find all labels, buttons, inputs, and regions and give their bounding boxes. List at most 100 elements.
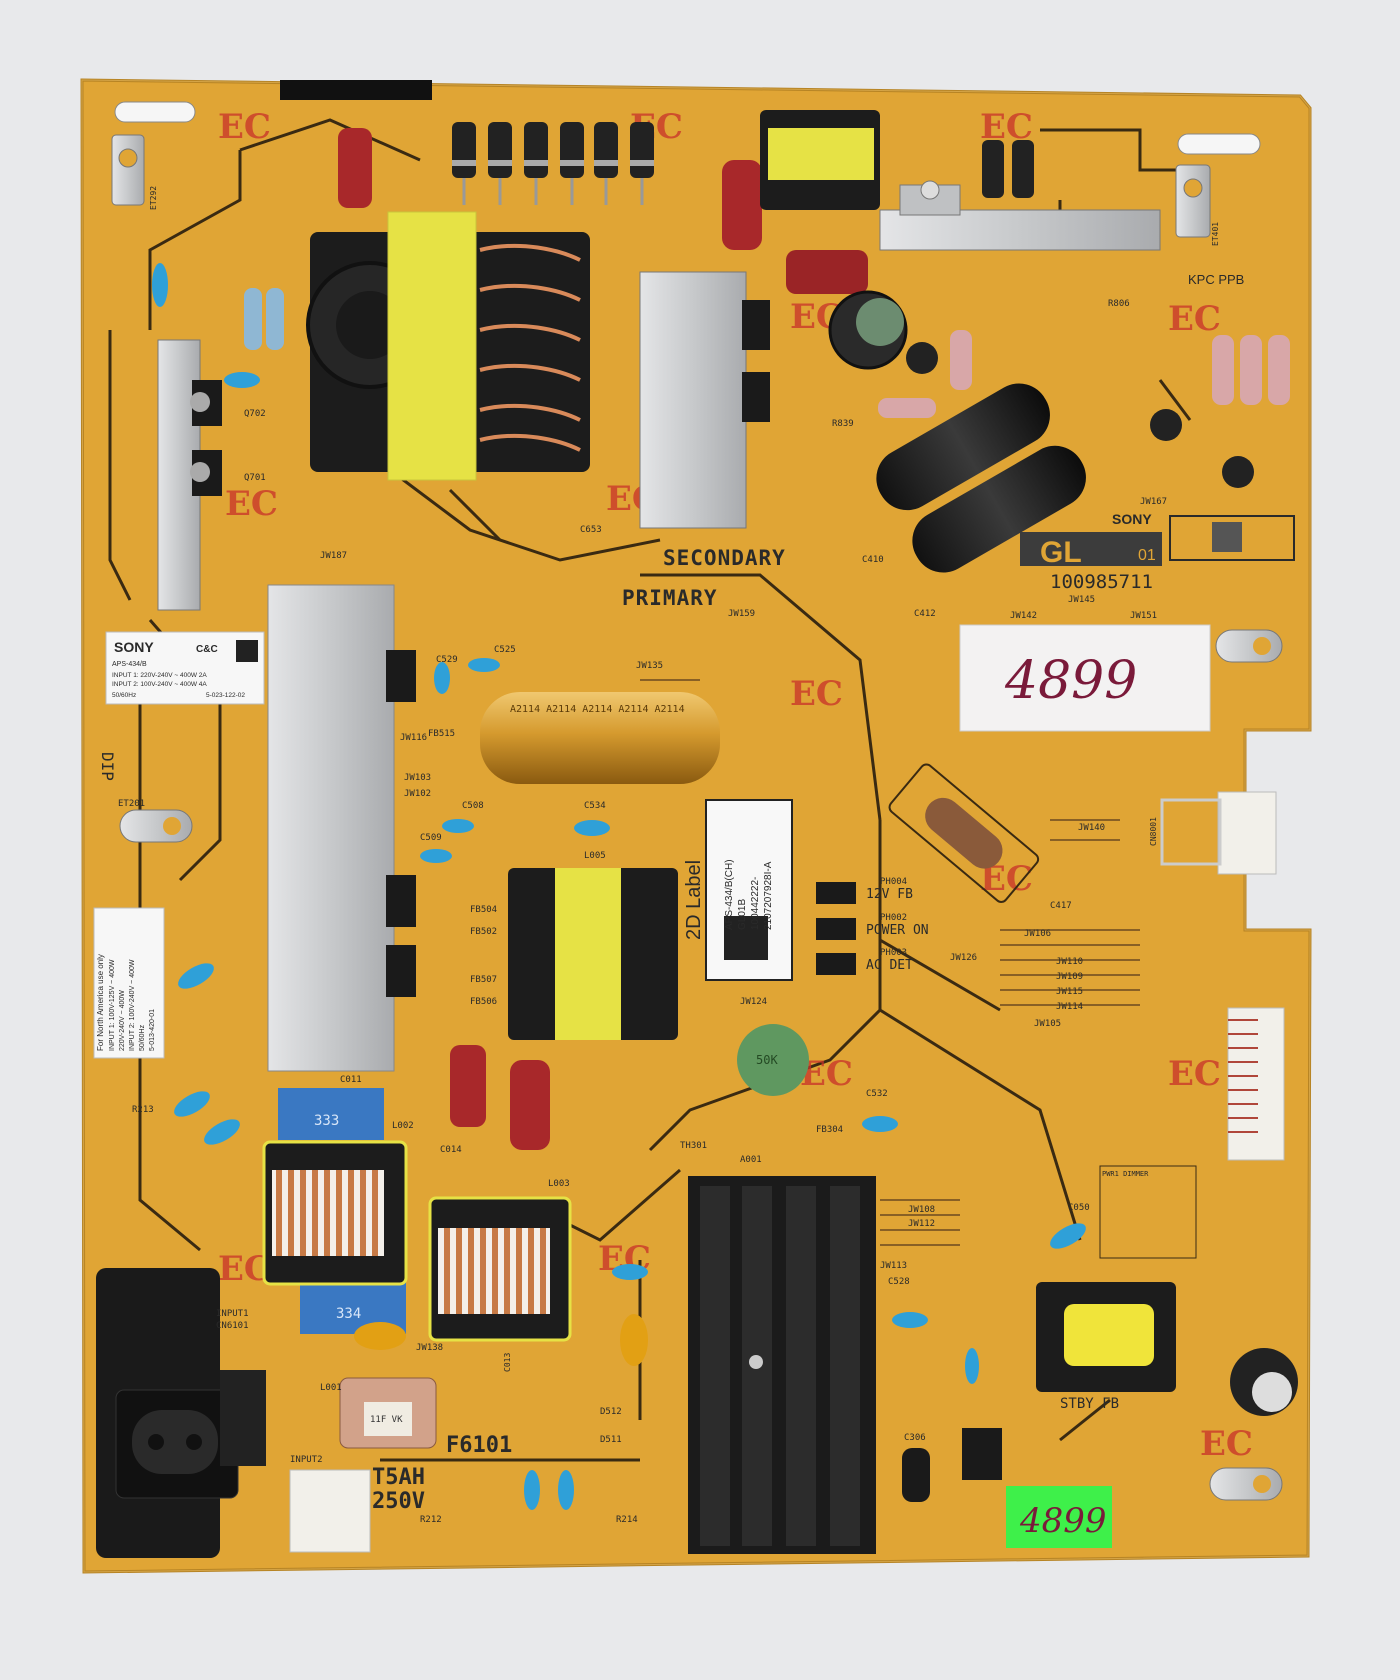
- mount-tab-mid: [119, 809, 193, 843]
- mount-tab-right: [1215, 629, 1283, 663]
- svg-text:INPUT 2: 100V-240V ~ 400W: INPUT 2: 100V-240V ~ 400W: [129, 959, 136, 1051]
- choke-l001: 11F VK: [339, 1377, 437, 1449]
- electrolytic-small-1: [906, 342, 938, 374]
- silk-jw126: JW126: [950, 953, 977, 963]
- silk-jw110: JW110: [1056, 957, 1083, 967]
- silk-c532: C532: [866, 1089, 888, 1099]
- silk-c050: C050: [1068, 1203, 1090, 1213]
- silk-12v-fb: 12V FB: [866, 887, 913, 902]
- silk-jw109: JW109: [1056, 972, 1083, 982]
- svg-text:EC: EC: [1200, 1424, 1253, 1464]
- silk-r213: R213: [132, 1105, 154, 1115]
- svg-text:EC: EC: [225, 484, 278, 524]
- svg-text:EC: EC: [218, 1249, 271, 1289]
- silk-c534: C534: [584, 801, 606, 811]
- silk-input2: INPUT2: [290, 1455, 323, 1465]
- pink-resistors-right: [878, 330, 1290, 418]
- silk-jw105: JW105: [1034, 1019, 1061, 1029]
- silk-jw135: JW135: [636, 661, 663, 671]
- svg-text:100442222-: 100442222-: [750, 877, 761, 930]
- silk-d512: D512: [600, 1407, 622, 1417]
- svg-text:APS-434/B: APS-434/B: [112, 661, 147, 668]
- price-sticker-box: [959, 624, 1211, 732]
- silk-jw138: JW138: [416, 1343, 443, 1353]
- svg-text:GL01B: GL01B: [737, 899, 748, 930]
- silk-l003: L003: [548, 1179, 570, 1189]
- silk-et292: ET292: [149, 186, 158, 210]
- silk-a001: A001: [740, 1155, 762, 1165]
- svg-text:EC: EC: [790, 674, 843, 714]
- silk-c412: C412: [914, 609, 936, 619]
- silk-input1: INPUT1: [216, 1309, 249, 1319]
- silk-jw113: JW113: [880, 1261, 907, 1271]
- fuse-rating-current: T5AH: [372, 1465, 425, 1490]
- choke-l003: [428, 1196, 572, 1342]
- svg-text:INPUT 2: 100V-240V ~ 400W 4A: INPUT 2: 100V-240V ~ 400W 4A: [112, 681, 207, 688]
- silk-c529: C529: [436, 655, 458, 665]
- blue-resistors-left: [244, 288, 284, 350]
- silk-c417: C417: [1050, 901, 1072, 911]
- silk-c508: C508: [462, 801, 484, 811]
- thermistor-th301: 50K: [737, 1024, 809, 1096]
- red-cap-c659: [722, 160, 762, 250]
- pin-legend-box: [1099, 1165, 1197, 1259]
- silk-ac-det: AC DET: [866, 958, 913, 973]
- silk-fb506: FB506: [470, 997, 497, 1007]
- silk-d511: D511: [600, 1435, 622, 1445]
- silk-l005: L005: [584, 851, 606, 861]
- silk-ph003: PH003: [880, 948, 907, 958]
- silk-jw167: JW167: [1140, 497, 1167, 507]
- electrolytic-small-3: [1222, 456, 1254, 488]
- fuse-rating-voltage: 250V: [372, 1489, 425, 1514]
- silk-jw102: JW102: [404, 789, 431, 799]
- silk-stby-fb: STBY FB: [1060, 1396, 1119, 1412]
- bulk-cap-gold: A2114 A2114 A2114 A2114 A2114: [480, 692, 720, 784]
- electrolytic-small-2: [1150, 409, 1182, 441]
- pfc-transformer: [508, 868, 678, 1040]
- ceramic-caps-blue: [152, 263, 1086, 1510]
- standby-transformer-top: [760, 110, 880, 210]
- heatsink-black-a001: [688, 1176, 876, 1554]
- silk-th301: TH301: [680, 1141, 707, 1151]
- silk-c509: C509: [420, 833, 442, 843]
- svg-text:APS-434/B(CH): APS-434/B(CH): [724, 859, 735, 930]
- silk-c525: C525: [494, 645, 516, 655]
- electrolytic-c001: [1230, 1348, 1298, 1416]
- electrolytic-c801: [828, 290, 908, 370]
- silk-fb515: FB515: [428, 729, 455, 739]
- svg-text:INPUT 1: 220V-240V ~ 400W 2A: INPUT 1: 220V-240V ~ 400W 2A: [112, 672, 207, 679]
- connector-cn8001: [1160, 791, 1277, 875]
- svg-text:C&C: C&C: [196, 644, 218, 655]
- ac-inlet-cn6101: [96, 1268, 266, 1558]
- silk-r806: R806: [1108, 299, 1130, 309]
- silk-q701: Q701: [244, 473, 266, 483]
- silk-jw187: JW187: [320, 551, 347, 561]
- silk-fb504: FB504: [470, 905, 497, 915]
- silk-cn6101: CN6101: [216, 1321, 249, 1331]
- silk-fb304: FB304: [816, 1125, 843, 1135]
- mount-tab-bottom: [1209, 1467, 1283, 1501]
- silk-jw116: JW116: [400, 733, 427, 743]
- silk-c011: C011: [340, 1075, 362, 1085]
- mount-bracket-left: [111, 134, 145, 206]
- region-primary: PRIMARY: [622, 586, 718, 610]
- silk-c410: C410: [862, 555, 884, 565]
- choke-l002: [262, 1140, 408, 1286]
- silk-fb502: FB502: [470, 927, 497, 937]
- label-2d: APS-434/B(CH) GL01B 100442222- 210720792…: [705, 799, 793, 981]
- silk-l002: L002: [392, 1121, 414, 1131]
- svg-text:EC: EC: [218, 107, 271, 147]
- svg-text:50K: 50K: [756, 1053, 778, 1067]
- label-2d-title: 2D Label: [683, 860, 705, 940]
- svg-text:EC: EC: [1168, 299, 1221, 339]
- green-sticker-price: 4899: [1019, 1501, 1107, 1541]
- silk-jw103: JW103: [404, 773, 431, 783]
- region-secondary: SECONDARY: [663, 546, 786, 570]
- silk-c306: C306: [904, 1433, 926, 1443]
- silk-cn8001: CN8001: [1149, 817, 1158, 846]
- silk-jw106: JW106: [1024, 929, 1051, 939]
- bulk-caps-black: [876, 383, 1086, 573]
- model-suffix: 01: [1138, 547, 1156, 564]
- heatsink-center-top: [639, 271, 770, 529]
